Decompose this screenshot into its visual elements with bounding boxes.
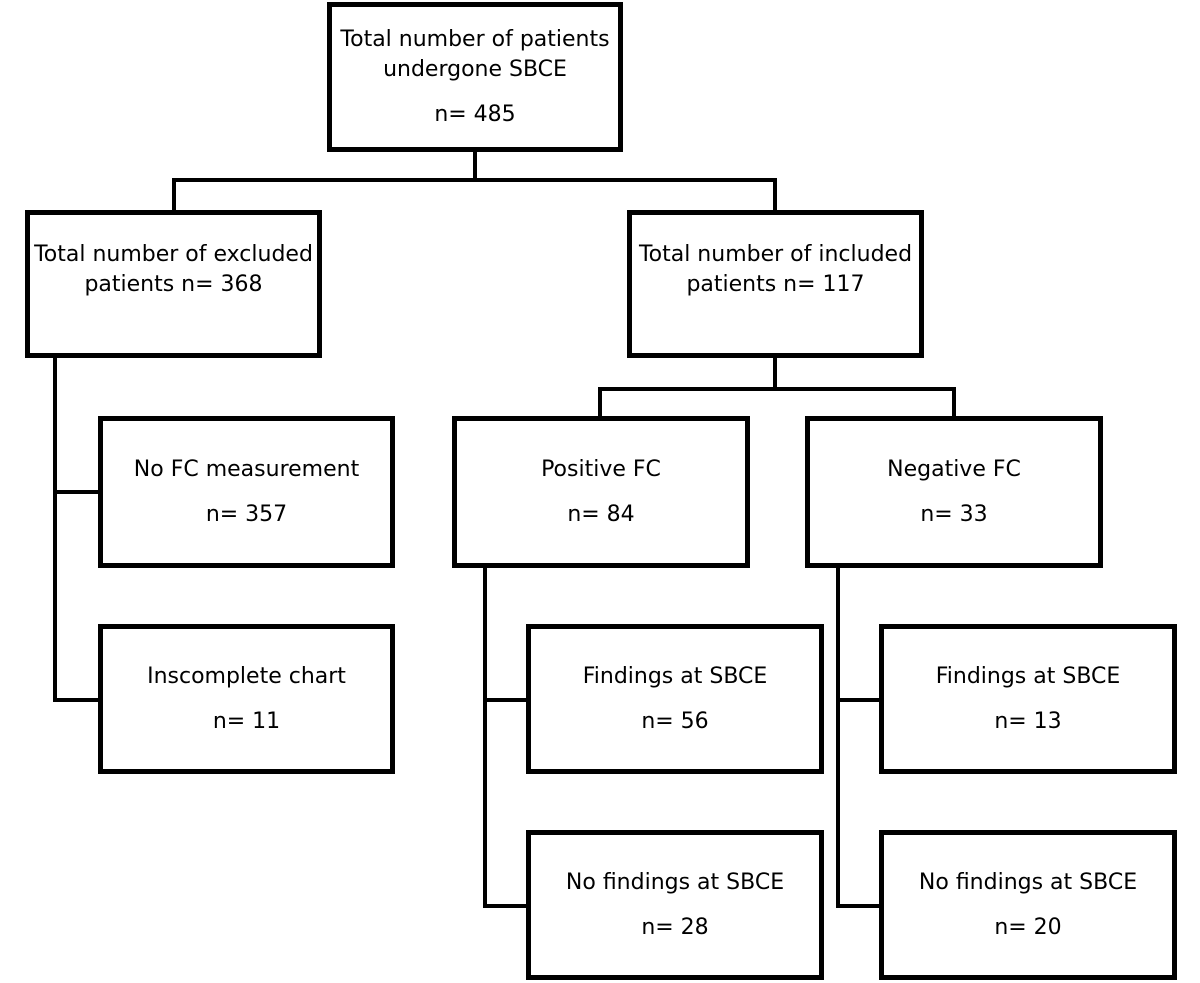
no-fc-label: No FC measurement: [133, 456, 360, 482]
included-line1: Total number of included: [638, 242, 913, 267]
pos-findings-box: Findings at SBCE n= 56: [526, 624, 824, 774]
neg-findings-box: Findings at SBCE n= 13: [879, 624, 1177, 774]
neg-findings-count: n= 13: [994, 708, 1062, 734]
neg-findings-label: Findings at SBCE: [935, 663, 1121, 689]
negative-fc-count: n= 33: [920, 501, 988, 527]
root-count: n= 485: [434, 101, 516, 127]
negative-fc-box: Negative FC n= 33: [805, 416, 1103, 568]
positive-fc-count: n= 84: [567, 501, 635, 527]
excluded-line1: Total number of excluded: [34, 242, 313, 267]
incomplete-box: Inscomplete chart n= 11: [98, 624, 395, 774]
positive-fc-label: Positive FC: [541, 456, 661, 482]
pos-no-findings-label: No findings at SBCE: [565, 869, 785, 895]
root-line2: undergone SBCE: [383, 56, 567, 82]
included-box: Total number of included patients n= 117: [627, 210, 924, 358]
neg-no-findings-box: No findings at SBCE n= 20: [879, 830, 1177, 980]
no-fc-count: n= 357: [205, 501, 288, 527]
no-fc-box: No FC measurement n= 357: [98, 416, 395, 568]
neg-no-findings-label: No findings at SBCE: [918, 869, 1138, 895]
root-box: Total number of patients undergone SBCE …: [327, 2, 623, 152]
root-line1: Total number of patients: [340, 26, 610, 52]
included-line2: patients n= 117: [686, 272, 865, 297]
neg-no-findings-count: n= 20: [994, 914, 1062, 940]
negative-fc-label: Negative FC: [887, 456, 1021, 482]
incomplete-label: Inscomplete chart: [147, 663, 346, 689]
pos-findings-count: n= 56: [641, 708, 709, 734]
incomplete-count: n= 11: [212, 708, 281, 734]
pos-no-findings-count: n= 28: [641, 914, 709, 940]
excluded-box: Total number of excluded patients n= 368: [25, 210, 322, 358]
pos-no-findings-box: No findings at SBCE n= 28: [526, 830, 824, 980]
positive-fc-box: Positive FC n= 84: [452, 416, 750, 568]
pos-findings-label: Findings at SBCE: [582, 663, 768, 689]
excluded-line2: patients n= 368: [84, 272, 263, 297]
